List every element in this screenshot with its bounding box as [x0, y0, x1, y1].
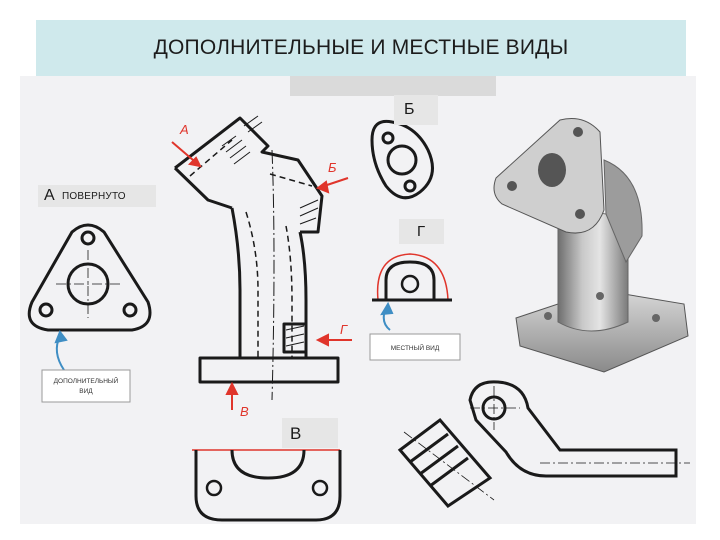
- upper-body-left: [173, 166, 233, 210]
- elbow-3d: [603, 159, 643, 264]
- pipe-outer-left: [230, 207, 242, 358]
- lever-drawing: [397, 380, 678, 508]
- view-label-a: А ПОВЕРНУТО: [38, 185, 156, 207]
- view-label-a-suffix: ПОВЕРНУТО: [62, 191, 126, 202]
- slide-title: ДОПОЛНИТЕЛЬНЫЕ И МЕСТНЫЕ ВИДЫ: [153, 36, 569, 59]
- body-centerline: [271, 149, 275, 401]
- title-bar: ДОПОЛНИТЕЛЬНЫЕ И МЕСТНЫЕ ВИДЫ: [36, 20, 686, 76]
- callout-box-local: [369, 333, 461, 361]
- upper-flange-outline: [174, 116, 324, 234]
- arrow-letter-v: В: [240, 404, 249, 419]
- view-a-centerlines: [56, 250, 120, 318]
- threaded-boss: [282, 322, 308, 354]
- arrow-letter-g: Г: [340, 322, 348, 337]
- view-label-g-text: Г: [417, 223, 426, 240]
- view-label-a-letter: А: [44, 187, 55, 204]
- view-arrows: [171, 141, 352, 410]
- rendered-3d-part: [493, 118, 689, 373]
- callout-box-additional: [41, 369, 131, 403]
- hatching: [221, 115, 319, 347]
- callout-arrows: [54, 301, 394, 371]
- hidden-lines: [189, 139, 313, 358]
- callout-additional-line1: ДОПОЛНИТЕЛЬНЫЙ: [54, 376, 119, 385]
- view-a-triangle: [27, 223, 152, 332]
- view-label-b: Б: [394, 95, 438, 125]
- break-line-red: [376, 253, 449, 301]
- pipe-outer-right: [298, 231, 308, 358]
- arrow-letter-b: Б: [328, 160, 337, 175]
- view-label-v: В: [282, 418, 338, 448]
- top-bore-3d: [538, 153, 566, 187]
- view-label-v-text: В: [290, 424, 302, 443]
- view-b-flange: [370, 119, 434, 200]
- callout-additional-line2: ВИД: [79, 388, 93, 395]
- main-section-view: [173, 116, 340, 384]
- lever-centerlines: [403, 386, 690, 501]
- label-strip: [290, 76, 496, 96]
- view-label-b-text: Б: [404, 101, 415, 118]
- view-g-local: [372, 253, 452, 302]
- arrow-letter-a: А: [179, 122, 189, 137]
- view-v-bottom: [192, 449, 342, 522]
- bottom-flange: [198, 356, 340, 384]
- callout-local: МЕСТНЫЙ ВИД: [391, 343, 440, 352]
- view-label-g: Г: [399, 219, 444, 244]
